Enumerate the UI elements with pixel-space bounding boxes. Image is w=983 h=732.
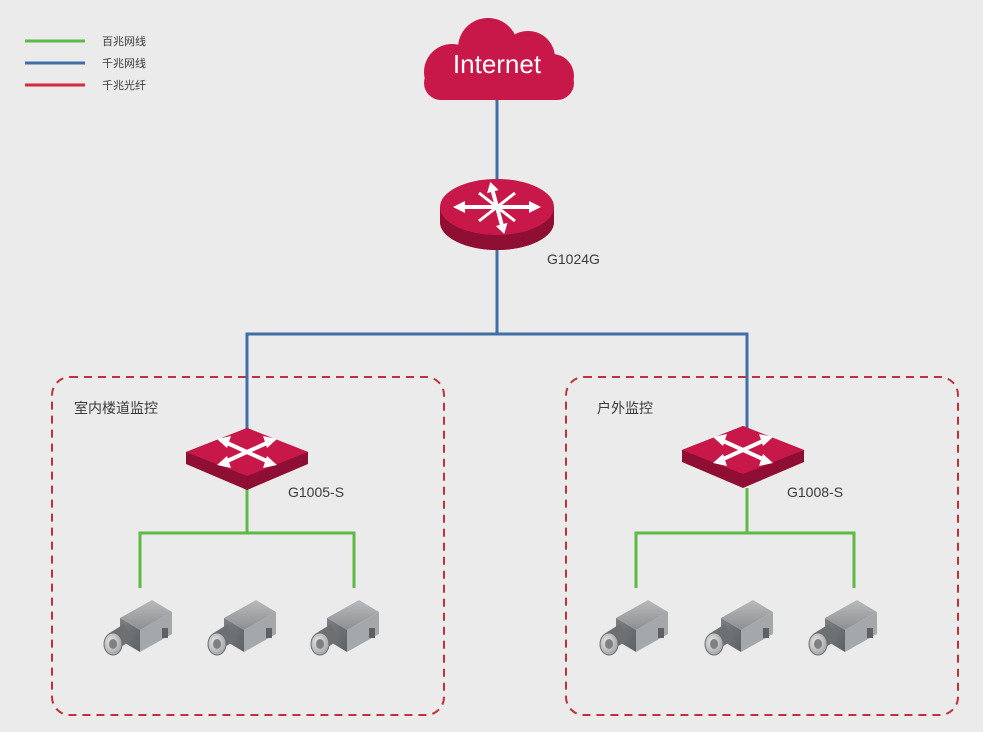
switch-outdoor-label: G1008-S: [787, 484, 843, 500]
internet-label: Internet: [453, 49, 542, 79]
zone-label-outdoor: 户外监控: [597, 400, 653, 416]
internet-cloud: Internet: [424, 18, 574, 100]
legend-item-1000m-cable: 千兆网线: [25, 56, 146, 70]
camera-icon: [704, 600, 773, 656]
legend-label: 千兆光纤: [102, 78, 146, 92]
legend-item-1000m-fiber: 千兆光纤: [25, 78, 146, 92]
link-outdoor-cameras: [634, 531, 856, 588]
fast-ethernet-links: [138, 488, 856, 588]
core-switch-label: G1024G: [547, 251, 600, 267]
link-indoor-cameras: [138, 531, 356, 588]
camera-icon: [808, 600, 877, 656]
switch-indoor-label: G1005-S: [288, 484, 344, 500]
legend-label: 百兆网线: [102, 34, 146, 48]
switch-outdoor: G1008-S: [682, 426, 843, 500]
legend: 百兆网线 千兆网线 千兆光纤: [25, 34, 146, 92]
camera-icon: [310, 600, 379, 656]
camera-icon: [599, 600, 668, 656]
zone-boundary-outdoor: [565, 376, 959, 716]
legend-item-100m-cable: 百兆网线: [25, 34, 146, 48]
core-switch: G1024G: [440, 179, 600, 267]
camera-icon: [207, 600, 276, 656]
camera-icon: [103, 600, 172, 656]
link-trunk-branches: [245, 332, 749, 432]
zone-boundary-indoor: [51, 376, 445, 716]
legend-label: 千兆网线: [102, 56, 146, 70]
gigabit-links: [245, 98, 749, 432]
switch-arrows-icon: [453, 181, 541, 235]
switch-indoor: G1005-S: [186, 428, 344, 500]
cameras: [103, 600, 877, 656]
zone-label-indoor: 室内楼道监控: [74, 400, 158, 416]
